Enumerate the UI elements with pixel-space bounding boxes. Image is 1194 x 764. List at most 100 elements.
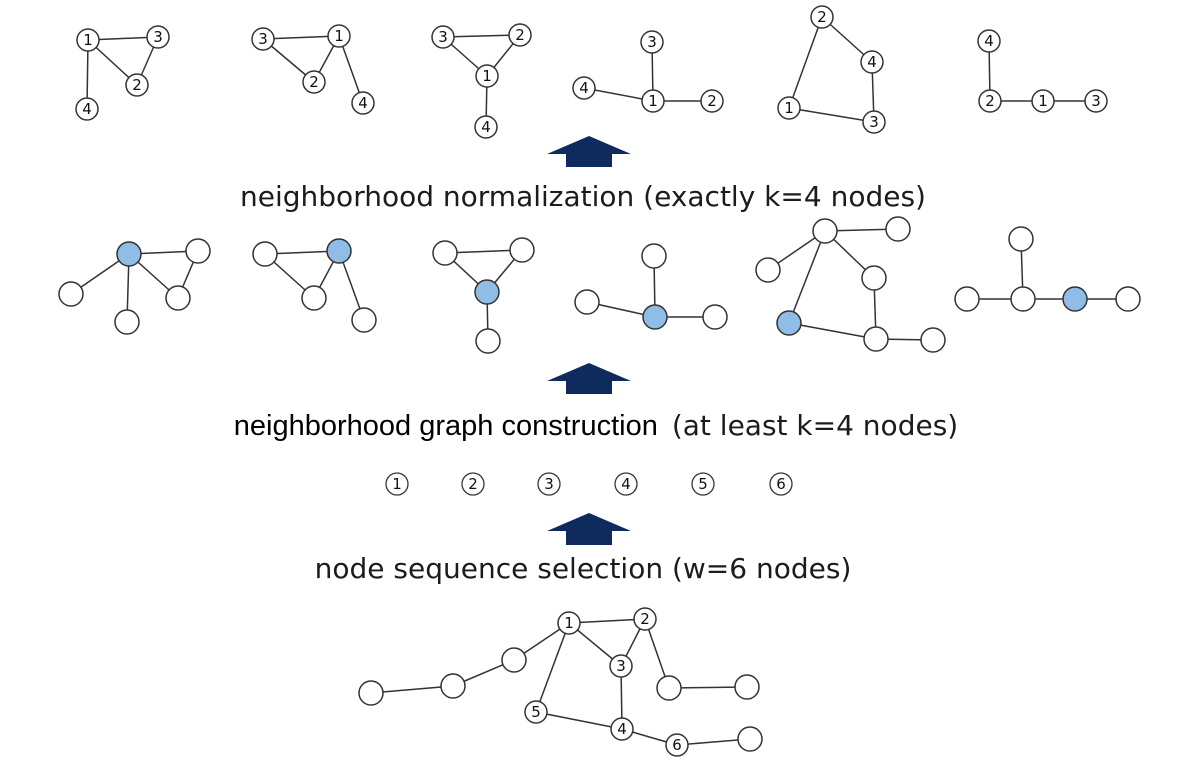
selection-caption: node sequence selection (w=6 nodes) — [315, 552, 852, 585]
edge — [568, 618, 646, 624]
root-node — [474, 279, 500, 305]
node-label: 5 — [531, 703, 541, 721]
node — [301, 285, 327, 311]
node-label: 4 — [82, 100, 92, 118]
edge — [788, 230, 826, 324]
node-label: 4 — [358, 94, 368, 112]
node — [358, 680, 384, 706]
node — [812, 218, 838, 244]
edge — [370, 685, 454, 694]
normalized-graph-1: 1 3 2 4 — [75, 25, 170, 121]
normalized-graph-6: 4 2 1 3 — [977, 29, 1108, 113]
node — [572, 76, 596, 100]
node — [252, 241, 278, 267]
neighborhood-graph-6 — [954, 226, 1141, 312]
node — [1115, 286, 1141, 312]
sequence-label: 6 — [776, 475, 786, 493]
sequence-label: 2 — [468, 475, 478, 493]
node-label: 4 — [867, 53, 877, 71]
sequence-node — [385, 472, 409, 496]
neighborhood-graphs-row — [58, 216, 1141, 354]
node — [862, 110, 886, 134]
node-label: 2 — [985, 92, 995, 110]
construction-caption-paren: (at least k=4 nodes) — [672, 409, 958, 442]
node — [656, 675, 682, 701]
node — [432, 240, 458, 266]
edge — [262, 35, 340, 40]
node — [640, 30, 664, 54]
node — [777, 96, 801, 120]
node-label: 2 — [515, 26, 525, 44]
node — [734, 674, 760, 700]
sequence-node — [691, 472, 715, 496]
neighborhood-graph-5 — [755, 216, 946, 353]
node — [165, 285, 191, 311]
construction-caption: neighborhood graph construction (at leas… — [234, 409, 958, 442]
node — [633, 607, 657, 631]
node — [351, 307, 377, 333]
node — [501, 647, 527, 673]
node — [475, 64, 499, 88]
node — [1008, 226, 1034, 252]
node — [1084, 89, 1108, 113]
sequence-label: 3 — [544, 475, 554, 493]
edge — [668, 686, 748, 689]
node — [474, 115, 498, 139]
sequence-node — [769, 472, 793, 496]
up-arrow-icon — [547, 136, 631, 167]
neighborhood-graph-1 — [58, 238, 211, 335]
node — [1031, 89, 1055, 113]
neighborhood-graph-4 — [574, 243, 728, 330]
node — [251, 27, 275, 51]
node-label: 4 — [984, 32, 994, 50]
construction-caption-main: neighborhood graph construction — [234, 410, 658, 442]
node — [885, 216, 911, 242]
edge — [444, 249, 523, 254]
input-graph: 1 2 3 4 5 6 — [358, 607, 763, 757]
edge — [788, 16, 823, 109]
root-node — [776, 310, 802, 336]
node-label: 2 — [640, 610, 650, 628]
node — [475, 328, 501, 354]
node — [954, 286, 980, 312]
up-arrow-icon — [547, 363, 631, 394]
node-label: 2 — [309, 73, 319, 91]
root-node — [116, 241, 142, 267]
node — [302, 70, 326, 94]
node — [610, 717, 634, 741]
normalized-graph-4: 3 4 1 2 — [572, 30, 724, 113]
normalized-graph-5: 2 4 1 3 — [777, 5, 886, 134]
node-label: 3 — [258, 30, 268, 48]
node-label: 3 — [438, 28, 448, 46]
node-label: 2 — [132, 76, 142, 94]
node — [327, 24, 351, 48]
node — [146, 25, 170, 49]
normalized-graph-2: 3 1 2 4 — [251, 24, 375, 115]
node — [351, 91, 375, 115]
sequence-label: 4 — [621, 475, 631, 493]
node — [861, 265, 887, 291]
node-label: 3 — [153, 28, 163, 46]
node-label: 2 — [817, 8, 827, 26]
node-label: 4 — [481, 118, 491, 136]
node — [440, 673, 466, 699]
node — [665, 733, 689, 757]
node — [75, 97, 99, 121]
neighborhood-graph-2 — [252, 238, 377, 333]
normalization-caption: neighborhood normalization (exactly k=4 … — [240, 180, 926, 213]
sequence-node — [461, 472, 485, 496]
normalized-graphs-row: 1 3 2 4 3 1 2 4 — [75, 5, 1108, 139]
node — [1010, 286, 1036, 312]
node-label: 6 — [672, 736, 682, 754]
node-label: 1 — [334, 27, 344, 45]
node — [641, 89, 665, 113]
root-node — [326, 238, 352, 264]
node-label: 2 — [707, 92, 717, 110]
normalized-graph-3: 3 2 1 4 — [431, 23, 532, 139]
node — [508, 23, 532, 47]
edge — [338, 35, 364, 104]
node — [524, 700, 548, 724]
node — [125, 73, 149, 97]
node — [860, 50, 884, 74]
